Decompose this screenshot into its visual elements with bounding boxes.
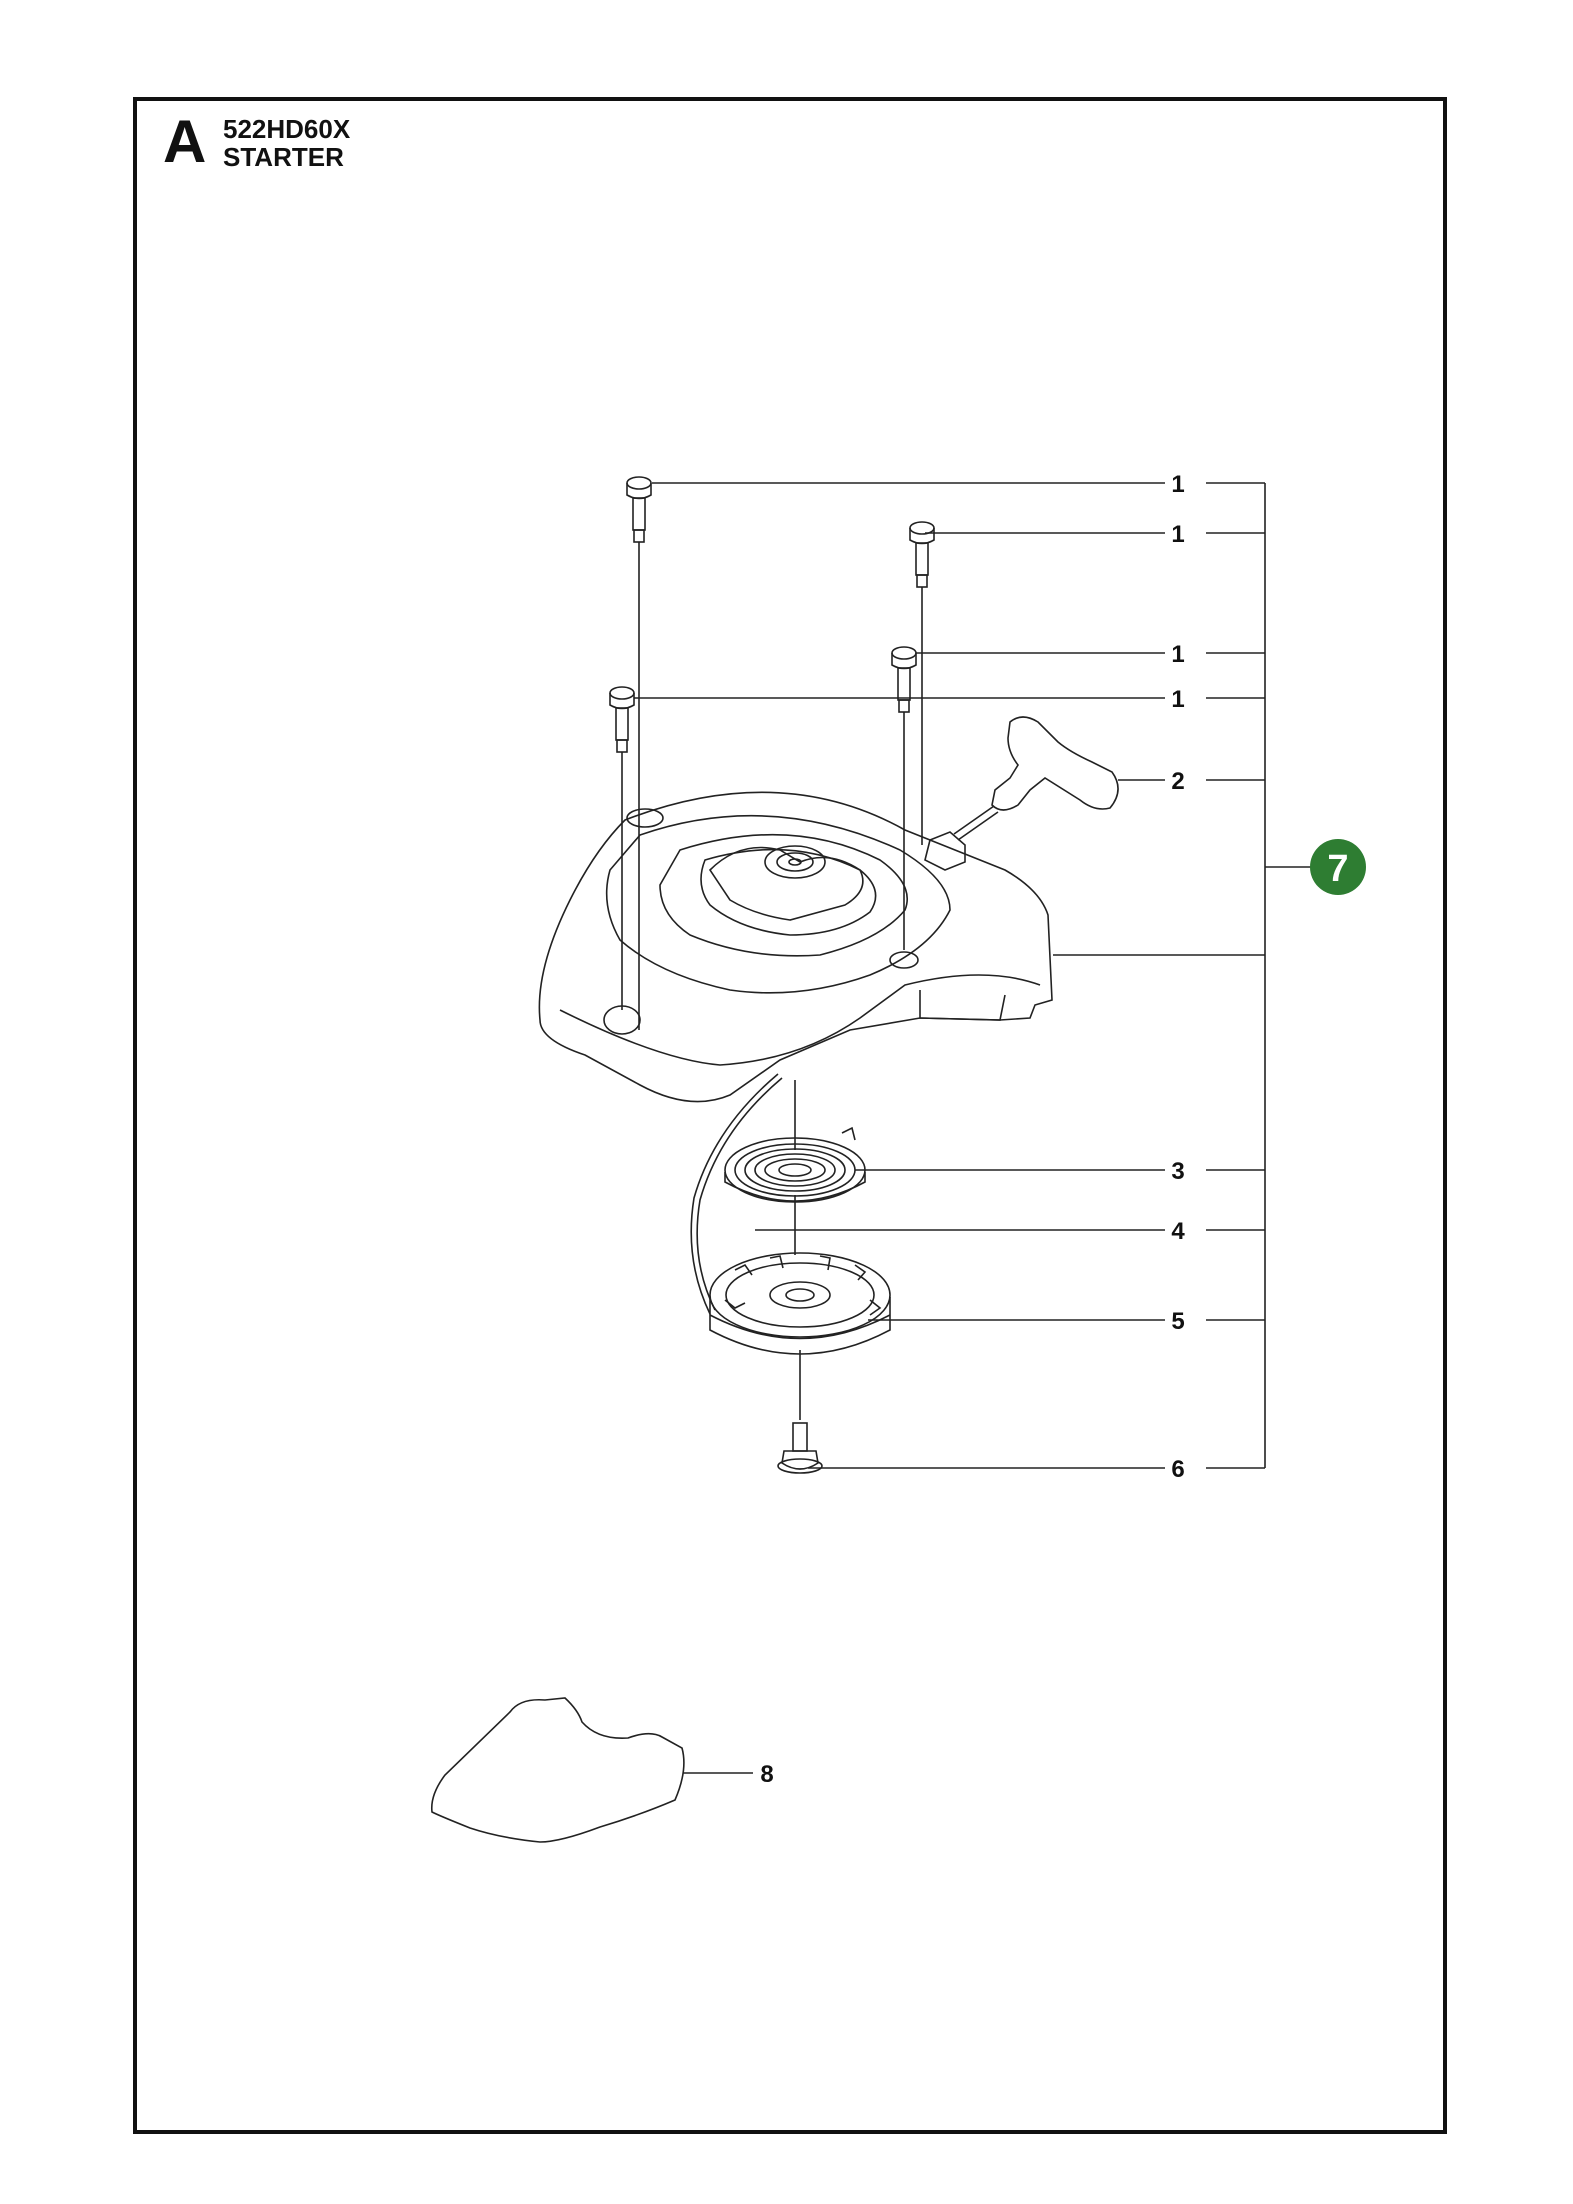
diagram-title: STARTER [223,142,344,172]
callout-labels: 1 1 1 1 2 3 4 5 6 8 [760,471,1185,1788]
callout-1a: 1 [1171,471,1184,498]
callout-1b: 1 [1171,521,1184,548]
callout-5: 5 [1171,1308,1184,1335]
model-number: 522HD60X [223,114,351,144]
callout-1c: 1 [1171,641,1184,668]
page-frame [133,97,1447,2134]
section-letter: A [163,108,207,175]
callout-1d: 1 [1171,686,1184,713]
screw-1b [909,521,935,845]
starter-handle [953,716,1119,841]
starter-housing [538,791,1053,1103]
decal [430,1697,685,1843]
callout-8: 8 [760,1761,773,1788]
leader-lines [634,482,1312,1774]
assembly-badge-label: 7 [1327,848,1348,890]
screw-1c [891,646,917,950]
recoil-spring [724,1080,866,1203]
assembly-badge-circle [1310,839,1366,895]
starter-rope [690,1073,796,1315]
pulley-bolt [777,1422,823,1474]
screw-1a [626,476,652,1030]
callout-2: 2 [1171,768,1184,795]
callout-4: 4 [1171,1218,1185,1245]
callout-3: 3 [1171,1158,1184,1185]
assembly-badge: 7 [1310,839,1366,895]
screw-1d [609,686,635,1010]
callout-6: 6 [1171,1456,1184,1483]
rope-pulley [709,1252,891,1420]
